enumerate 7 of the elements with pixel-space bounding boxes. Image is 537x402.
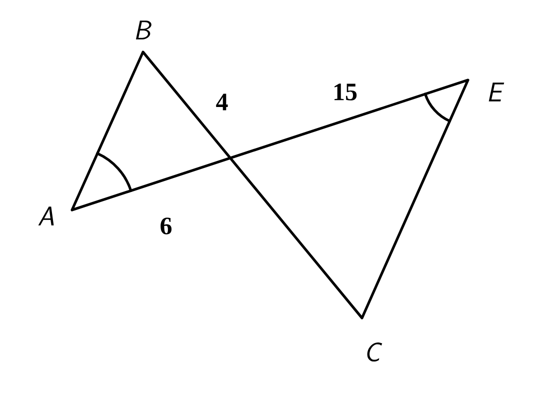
length-label: 4 — [216, 94, 228, 110]
point-label: E — [488, 82, 504, 102]
length-label: 15 — [334, 84, 357, 100]
length-label: 6 — [160, 218, 172, 234]
point-label: A — [38, 206, 54, 226]
point-label: C — [367, 342, 382, 362]
point-label: B — [136, 20, 152, 40]
